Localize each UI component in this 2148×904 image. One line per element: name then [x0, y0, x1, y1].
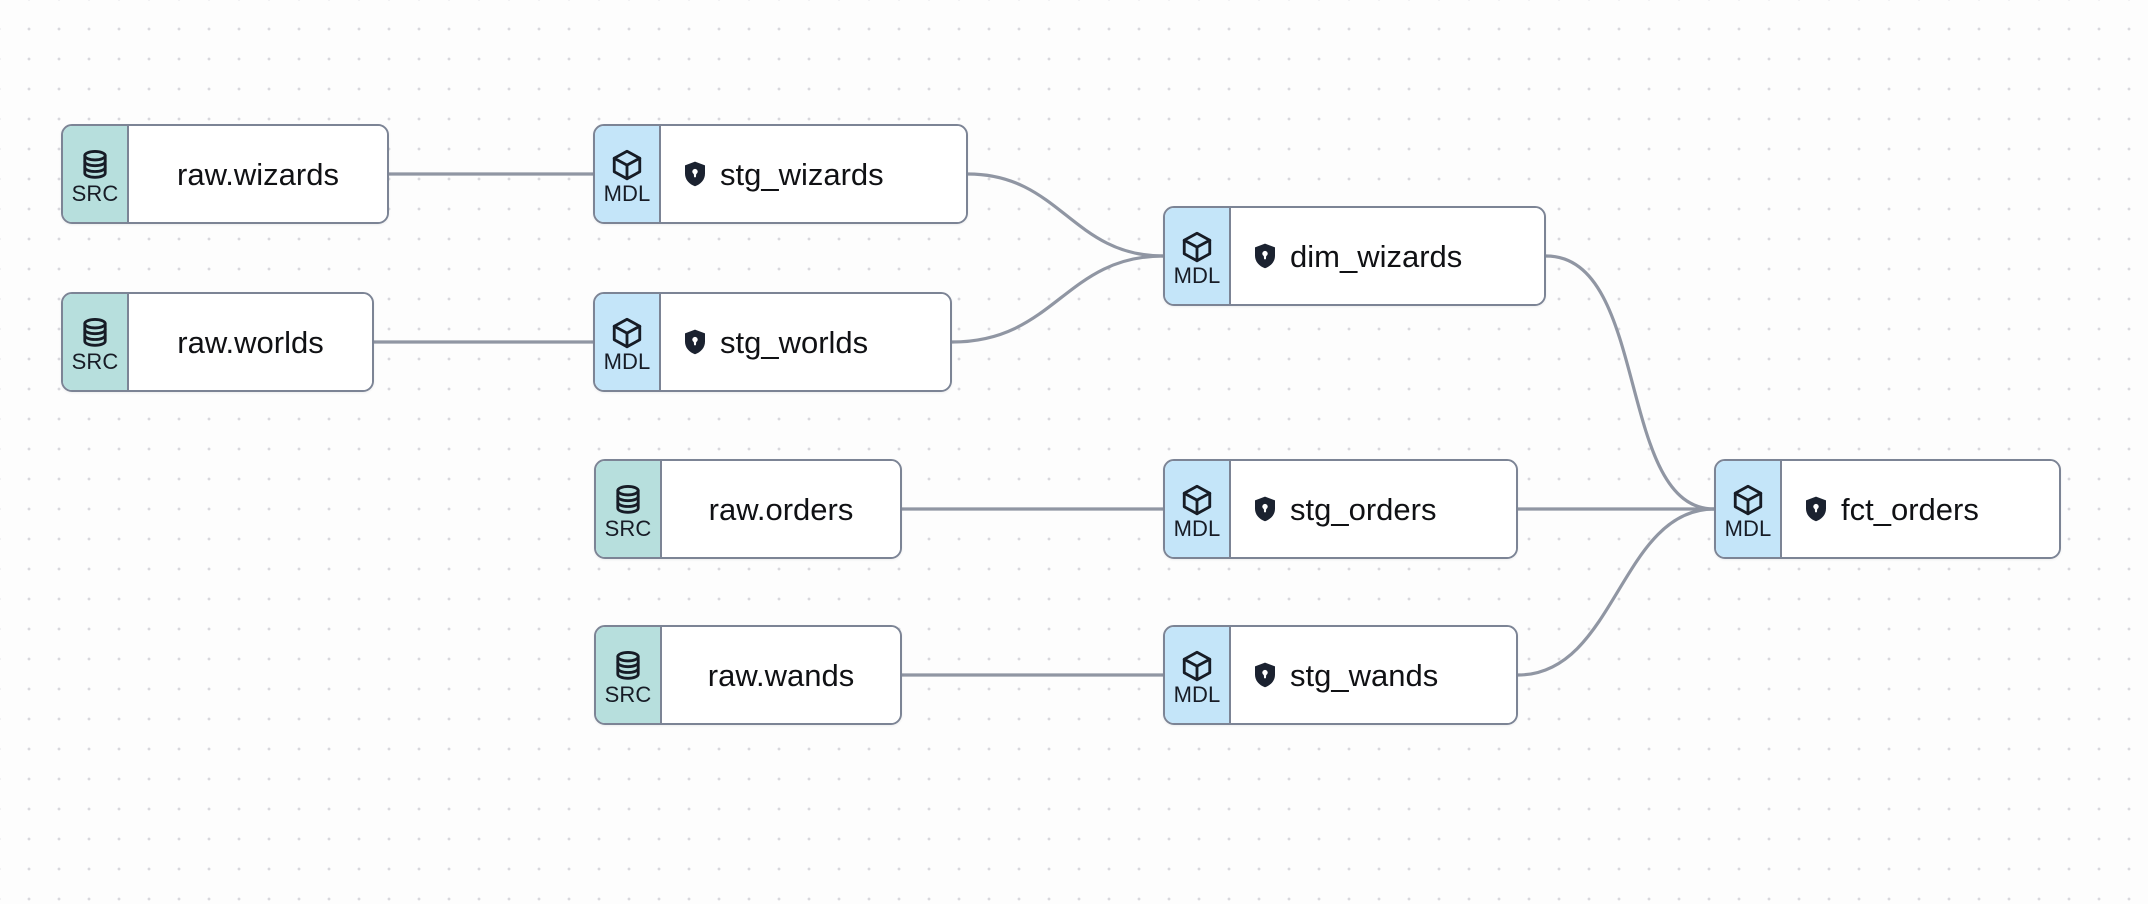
shield-lock-icon [683, 161, 707, 187]
shield-lock-icon [1804, 496, 1828, 522]
cube-icon [1180, 230, 1214, 264]
cube-icon [610, 148, 644, 182]
cube-icon [1180, 483, 1214, 517]
node-body: stg_wands [1231, 627, 1516, 723]
node-type-label: SRC [604, 515, 652, 541]
node-type-badge-src: SRC [63, 126, 129, 222]
edge-stg_wizards-to-dim_wizards[interactable] [966, 172, 1165, 258]
node-type-label: MDL [603, 348, 651, 374]
node-body: dim_wizards [1231, 208, 1544, 304]
node-title: stg_wizards [720, 156, 884, 192]
database-icon [78, 316, 112, 350]
database-icon [78, 148, 112, 182]
node-title: dim_wizards [1290, 238, 1463, 274]
node-body: stg_worlds [661, 294, 950, 390]
node-type-badge-src: SRC [596, 461, 662, 557]
node-type-label: SRC [71, 180, 119, 206]
node-dim_wizards[interactable]: MDL dim_wizards [1163, 206, 1546, 306]
node-title: raw.worlds [177, 324, 324, 360]
edge-stg_worlds-to-dim_wizards[interactable] [950, 254, 1165, 344]
node-type-badge-mdl: MDL [1165, 461, 1231, 557]
node-title: raw.wands [707, 657, 855, 693]
node-title: stg_orders [1290, 491, 1437, 527]
node-type-label: MDL [603, 180, 651, 206]
node-raw_orders[interactable]: SRC raw.orders [594, 459, 902, 559]
node-title: raw.wizards [177, 156, 339, 192]
node-type-badge-mdl: MDL [1716, 461, 1782, 557]
node-type-label: SRC [604, 681, 652, 707]
node-body: fct_orders [1782, 461, 2059, 557]
node-title: stg_wands [1290, 657, 1439, 693]
shield-lock-icon [1253, 243, 1277, 269]
node-title: fct_orders [1841, 491, 1979, 527]
node-title: raw.orders [708, 491, 854, 527]
node-raw_wands[interactable]: SRC raw.wands [594, 625, 902, 725]
node-raw_worlds[interactable]: SRC raw.worlds [61, 292, 374, 392]
node-body: raw.wizards [129, 126, 387, 222]
node-type-badge-src: SRC [596, 627, 662, 723]
node-stg_orders[interactable]: MDL stg_orders [1163, 459, 1518, 559]
node-stg_worlds[interactable]: MDL stg_worlds [593, 292, 952, 392]
edge-dim_wizards-to-fct_orders[interactable] [1544, 254, 1716, 511]
node-raw_wizards[interactable]: SRC raw.wizards [61, 124, 389, 224]
node-body: stg_wizards [661, 126, 966, 222]
cube-icon [1180, 649, 1214, 683]
database-icon [611, 483, 645, 517]
cube-icon [1731, 483, 1765, 517]
node-title: stg_worlds [720, 324, 869, 360]
node-stg_wizards[interactable]: MDL stg_wizards [593, 124, 968, 224]
node-body: stg_orders [1231, 461, 1516, 557]
node-type-label: SRC [71, 348, 119, 374]
node-stg_wands[interactable]: MDL stg_wands [1163, 625, 1518, 725]
node-type-badge-mdl: MDL [1165, 208, 1231, 304]
node-type-label: MDL [1173, 681, 1221, 707]
cube-icon [610, 316, 644, 350]
node-fct_orders[interactable]: MDL fct_orders [1714, 459, 2061, 559]
node-type-badge-mdl: MDL [1165, 627, 1231, 723]
node-body: raw.wands [662, 627, 900, 723]
shield-lock-icon [1253, 662, 1277, 688]
node-type-badge-mdl: MDL [595, 294, 661, 390]
shield-lock-icon [1253, 496, 1277, 522]
node-type-badge-src: SRC [63, 294, 129, 390]
node-type-label: MDL [1724, 515, 1772, 541]
node-type-label: MDL [1173, 262, 1221, 288]
node-body: raw.orders [662, 461, 900, 557]
database-icon [611, 649, 645, 683]
node-type-label: MDL [1173, 515, 1221, 541]
node-type-badge-mdl: MDL [595, 126, 661, 222]
node-body: raw.worlds [129, 294, 372, 390]
shield-lock-icon [683, 329, 707, 355]
edge-stg_wands-to-fct_orders[interactable] [1516, 507, 1716, 677]
